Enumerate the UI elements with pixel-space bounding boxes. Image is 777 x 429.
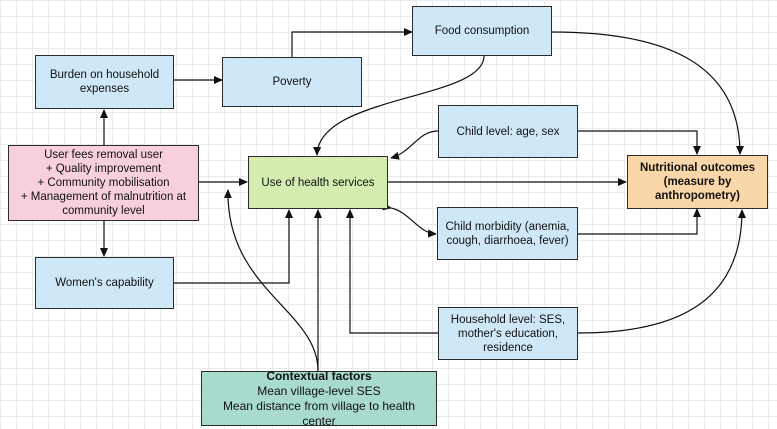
node-user-fees: User fees removal user + Quality improve… <box>8 145 199 221</box>
household-level-line3: residence <box>483 341 533 354</box>
arrow-childlevel-to-health <box>390 130 439 160</box>
household-level-line2: mother's education, <box>457 327 558 340</box>
node-nutritional-outcomes: Nutritional outcomes (measure by anthrop… <box>627 155 768 209</box>
child-morbidity-line2: cough, diarrhoea, fever) <box>446 234 569 247</box>
nutritional-outcomes-line3: anthropometry) <box>655 190 740 202</box>
contextual-factors-line1: Mean village-level SES <box>257 383 381 398</box>
arrow-contextual-to-health-curve <box>223 189 319 372</box>
arrow-household-to-nutrition <box>577 209 746 334</box>
contextual-factors-title: Contextual factors <box>266 368 372 383</box>
node-child-level: Child level: age, sex <box>438 105 578 158</box>
arrow-food-to-nutrition <box>551 31 744 155</box>
household-level-line1: Household level: SES, <box>450 313 566 326</box>
child-morbidity-line1: Child morbidity (anemia, <box>445 220 570 233</box>
health-services-label: Use of health services <box>261 176 375 189</box>
node-food-consumption: Food consumption <box>412 6 552 56</box>
poverty-label: Poverty <box>272 76 312 88</box>
node-health-services: Use of health services <box>248 156 388 209</box>
womens-capability-label: Women's capability <box>55 277 154 289</box>
arrow-morbidity-to-nutrition <box>578 208 701 235</box>
arrow-poverty-to-food <box>291 28 413 57</box>
arrow-women-to-health <box>174 209 293 284</box>
node-poverty: Poverty <box>222 57 362 107</box>
node-contextual-factors: Contextual factors Mean village-level SE… <box>201 368 437 428</box>
node-household-level: Household level: SES, mother's education… <box>438 307 578 360</box>
arrow-health-childmorbidity <box>382 202 437 238</box>
node-burden: Burden on household expenses <box>35 55 174 109</box>
user-fees-line3: + Community mobilisation <box>37 177 170 189</box>
nutritional-outcomes-line2: (measure by <box>663 176 732 188</box>
user-fees-line2: + Quality improvement <box>45 163 162 175</box>
user-fees-line5: community level <box>62 205 145 217</box>
burden-label-line1: Burden on household <box>49 69 160 81</box>
node-child-morbidity: Child morbidity (anemia, cough, diarrhoe… <box>437 207 578 260</box>
contextual-factors-line2: Mean distance from village to health cen… <box>222 398 416 428</box>
nutritional-outcomes-line1: Nutritional outcomes <box>639 162 755 174</box>
arrow-childlevel-to-nutrition <box>578 130 701 155</box>
child-level-label: Child level: age, sex <box>456 125 560 138</box>
user-fees-line1: User fees removal user <box>44 149 163 161</box>
burden-label-line2: expenses <box>79 83 130 95</box>
node-womens-capability: Women's capability <box>35 257 174 309</box>
user-fees-line4: + Management of malnutrition at <box>20 191 187 203</box>
arrow-food-to-health <box>313 55 485 156</box>
arrow-household-to-health <box>346 209 438 334</box>
food-consumption-label: Food consumption <box>434 25 530 37</box>
